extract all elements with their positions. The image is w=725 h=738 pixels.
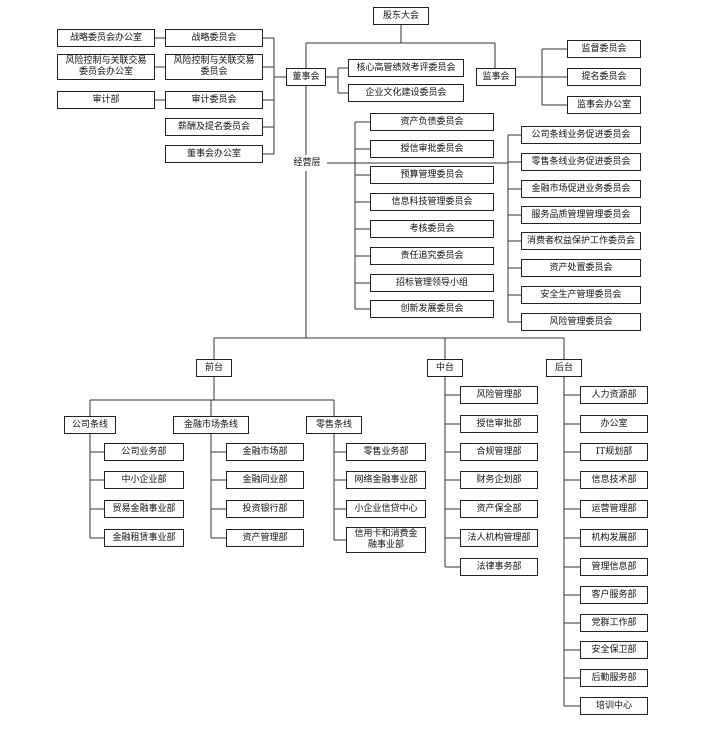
business-committee: 金融市场促进业务委员会 <box>521 180 641 198</box>
back-dept: 后勤服务部 <box>580 669 648 687</box>
back-dept: 运营管理部 <box>580 500 648 518</box>
mgmt-committee: 招标管理领导小组 <box>370 274 494 292</box>
mgmt-committee: 信息科技管理委员会 <box>370 193 494 211</box>
back-dept: 人力资源部 <box>580 386 648 404</box>
back-dept: 党群工作部 <box>580 614 648 632</box>
back-dept: 办公室 <box>580 415 648 433</box>
middle-dept: 授信审批部 <box>460 415 538 433</box>
mgmt-committee: 考核委员会 <box>370 220 494 238</box>
back-dept: 管理信息部 <box>580 558 648 576</box>
back-dept: IT规划部 <box>580 443 648 461</box>
node-management: 经营层 <box>293 157 321 168</box>
back-dept: 信息技术部 <box>580 471 648 489</box>
node-supervisors-office: 监事会办公室 <box>567 96 641 114</box>
node-salary-committee: 薪酬及提名委员会 <box>165 118 263 136</box>
market-dept: 资产管理部 <box>226 529 304 547</box>
market-dept: 金融市场部 <box>226 443 304 461</box>
business-committee: 安全生产管理委员会 <box>521 286 641 304</box>
middle-dept: 法人机构管理部 <box>460 529 538 547</box>
retail-dept: 网络金融事业部 <box>346 471 426 489</box>
node-audit-dept: 审计部 <box>57 91 155 109</box>
mgmt-committee: 授信审批委员会 <box>370 140 494 158</box>
node-financial-market-line: 金融市场条线 <box>173 416 249 434</box>
node-retail-line: 零售条线 <box>306 416 362 434</box>
mgmt-committee: 预算管理委员会 <box>370 166 494 184</box>
retail-dept: 小企业信贷中心 <box>346 500 426 518</box>
middle-dept: 法律事务部 <box>460 558 538 576</box>
market-dept: 金融同业部 <box>226 471 304 489</box>
node-supervision-committee: 监督委员会 <box>567 40 641 58</box>
corporate-dept: 贸易金融事业部 <box>104 500 184 518</box>
node-risk-office: 风险控制与关联交易 委员会办公室 <box>57 54 155 80</box>
middle-dept: 合规管理部 <box>460 443 538 461</box>
back-dept: 机构发展部 <box>580 529 648 547</box>
retail-dept: 信用卡和消费金 融事业部 <box>346 527 426 553</box>
node-shareholders: 股东大会 <box>373 7 429 25</box>
middle-dept: 资产保全部 <box>460 500 538 518</box>
node-exec-perf-committee: 核心高管绩效考评委员会 <box>348 59 464 77</box>
back-dept: 培训中心 <box>580 697 648 715</box>
corporate-dept: 金融租赁事业部 <box>104 529 184 547</box>
business-committee: 零售条线业务促进委员会 <box>521 153 641 171</box>
node-audit-committee: 审计委员会 <box>165 91 263 109</box>
node-board-office: 董事会办公室 <box>165 145 263 163</box>
back-dept: 安全保卫部 <box>580 641 648 659</box>
node-culture-committee: 企业文化建设委员会 <box>348 84 464 102</box>
node-middle: 中台 <box>427 359 463 377</box>
node-strategy-office: 战略委员会办公室 <box>57 29 155 47</box>
business-committee: 服务品质管理管理委员会 <box>521 206 641 224</box>
mgmt-committee: 责任追究委员会 <box>370 247 494 265</box>
node-nomination-committee: 提名委员会 <box>567 68 641 86</box>
back-dept: 客户服务部 <box>580 586 648 604</box>
node-risk-committee: 风险控制与关联交易 委员会 <box>165 54 263 80</box>
corporate-dept: 中小企业部 <box>104 471 184 489</box>
node-strategy-committee: 战略委员会 <box>165 29 263 47</box>
mgmt-committee: 创新发展委员会 <box>370 300 494 318</box>
middle-dept: 财务企划部 <box>460 471 538 489</box>
retail-dept: 零售业务部 <box>346 443 426 461</box>
node-back: 后台 <box>546 359 582 377</box>
business-committee: 资产处置委员会 <box>521 259 641 277</box>
node-supervisors: 监事会 <box>476 68 516 86</box>
business-committee: 公司条线业务促进委员会 <box>521 126 641 144</box>
market-dept: 投资银行部 <box>226 500 304 518</box>
node-board: 董事会 <box>286 68 326 86</box>
middle-dept: 风险管理部 <box>460 386 538 404</box>
business-committee: 风险管理委员会 <box>521 313 641 331</box>
corporate-dept: 公司业务部 <box>104 443 184 461</box>
node-corporate-line: 公司条线 <box>64 416 116 434</box>
node-front: 前台 <box>196 359 232 377</box>
business-committee: 消费者权益保护工作委员会 <box>521 232 641 250</box>
mgmt-committee: 资产负债委员会 <box>370 113 494 131</box>
